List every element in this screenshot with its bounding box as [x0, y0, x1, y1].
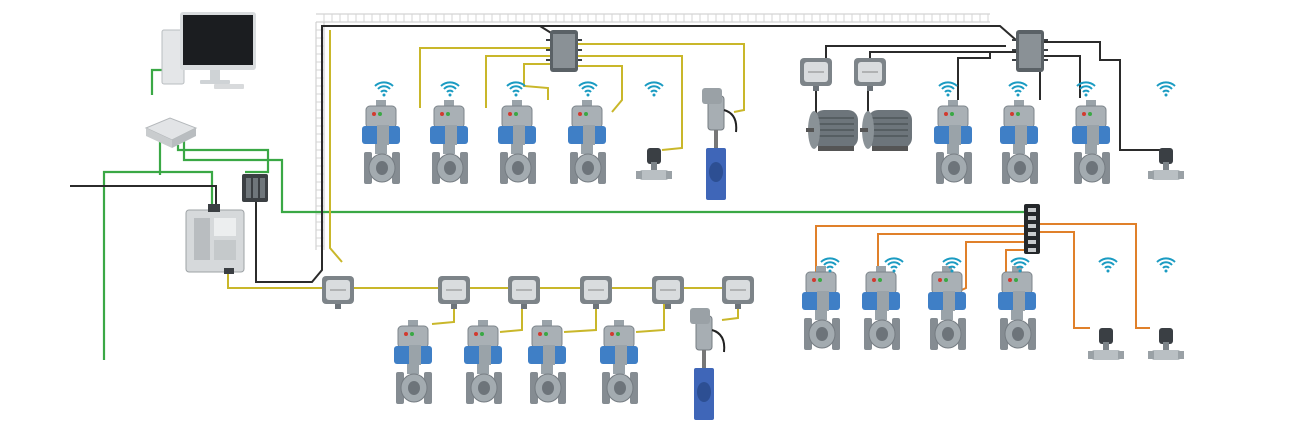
green-network-cables [102, 68, 1030, 360]
wifi-icon [374, 81, 394, 98]
electric-motor-icon[interactable] [805, 109, 859, 152]
gateway-icon[interactable] [144, 117, 198, 148]
small-solenoid-valve-icon[interactable] [1088, 328, 1124, 360]
wifi-icon [1156, 257, 1176, 274]
controller-cabinet-icon[interactable] [185, 204, 245, 274]
ball-valve-actuator-icon[interactable] [927, 265, 967, 351]
ball-valve-actuator-icon[interactable] [567, 99, 607, 185]
wifi-icon [578, 81, 598, 98]
ball-valve-actuator-icon[interactable] [933, 99, 973, 185]
small-solenoid-valve-icon[interactable] [636, 148, 672, 180]
limit-switch-box-icon[interactable] [721, 275, 755, 310]
wifi-icon [884, 257, 904, 274]
io-module-icon[interactable] [1024, 204, 1040, 254]
devices-layer [361, 57, 1184, 421]
ball-valve-actuator-icon[interactable] [361, 99, 401, 185]
junction-box-icon[interactable] [546, 30, 582, 72]
limit-switch-box-icon[interactable] [853, 57, 887, 92]
ball-valve-actuator-icon[interactable] [997, 265, 1037, 351]
wifi-icon [938, 81, 958, 98]
black-network-cables [70, 25, 1160, 283]
knife-gate-valve-icon[interactable] [689, 307, 726, 421]
ball-valve-actuator-icon[interactable] [497, 99, 537, 185]
computer-icon[interactable] [161, 12, 256, 89]
limit-switch-box-icon[interactable] [437, 275, 471, 310]
wifi-icon [440, 81, 460, 98]
ball-valve-actuator-icon[interactable] [999, 99, 1039, 185]
ball-valve-actuator-icon[interactable] [527, 319, 567, 405]
wifi-icon [644, 81, 664, 98]
knife-gate-valve-icon[interactable] [701, 87, 738, 201]
ball-valve-actuator-icon[interactable] [599, 319, 639, 405]
wifi-icon [1098, 257, 1118, 274]
junction-box-icon[interactable] [1012, 30, 1048, 72]
ball-valve-actuator-icon[interactable] [801, 265, 841, 351]
electric-motor-icon[interactable] [859, 109, 913, 152]
limit-switch-box-icon[interactable] [799, 57, 833, 92]
wifi-icon [506, 81, 526, 98]
small-solenoid-valve-icon[interactable] [1148, 148, 1184, 180]
io-module-icon[interactable] [242, 174, 268, 202]
limit-switch-box-icon[interactable] [579, 275, 613, 310]
wifi-icon [1156, 81, 1176, 98]
ball-valve-actuator-icon[interactable] [393, 319, 433, 405]
limit-switch-box-icon[interactable] [507, 275, 541, 310]
ball-valve-actuator-icon[interactable] [1071, 99, 1111, 185]
limit-switch-box-icon[interactable] [651, 275, 685, 310]
ball-valve-actuator-icon[interactable] [463, 319, 503, 405]
wifi-icon [1008, 81, 1028, 98]
ball-valve-actuator-icon[interactable] [429, 99, 469, 185]
yellow-junction-box[interactable] [321, 275, 355, 310]
ball-valve-actuator-icon[interactable] [861, 265, 901, 351]
small-solenoid-valve-icon[interactable] [1148, 328, 1184, 360]
